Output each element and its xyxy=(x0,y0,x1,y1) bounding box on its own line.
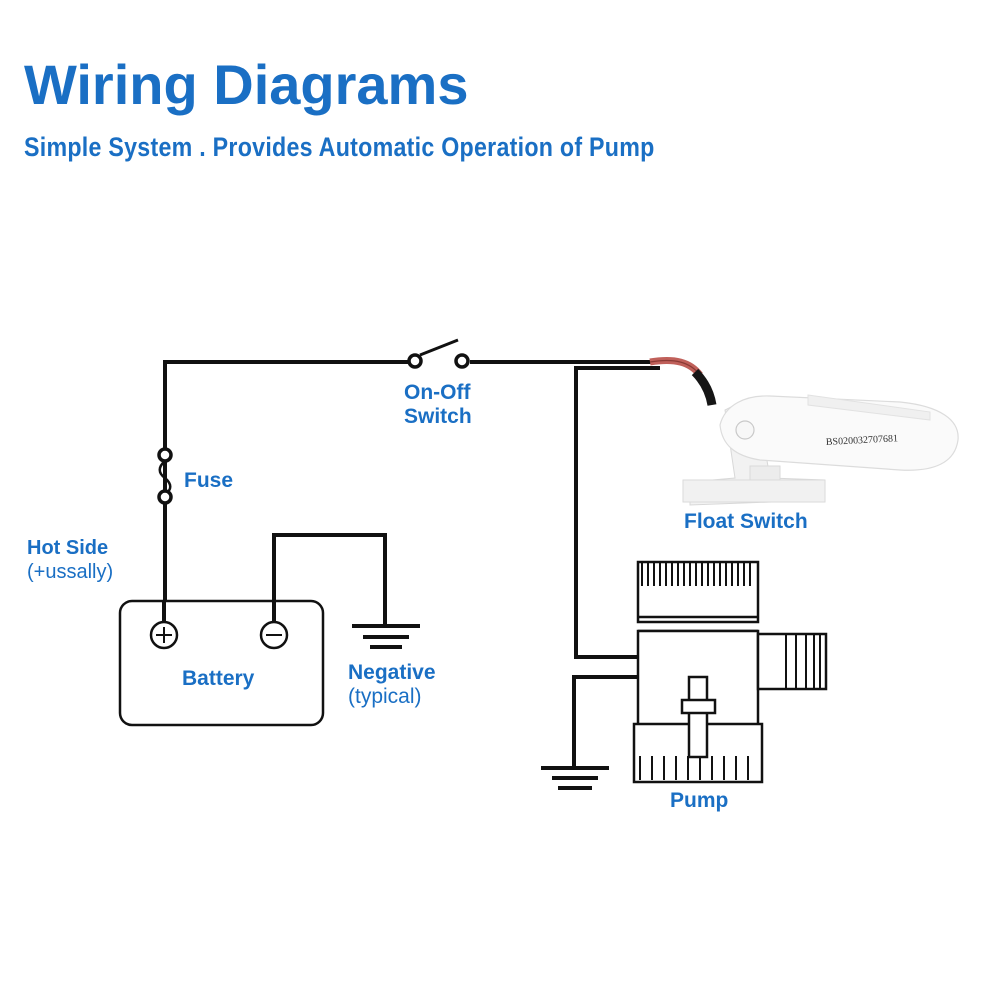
negative-label-line1: Negative xyxy=(348,661,436,685)
pivot-icon xyxy=(736,421,754,439)
pump-symbol xyxy=(634,562,826,782)
battery-symbol xyxy=(120,600,323,725)
on-off-switch-label: On-Off Switch xyxy=(404,381,472,429)
float-switch-label: Float Switch xyxy=(684,510,808,534)
hot-side-label-line2: (+ussally) xyxy=(27,560,113,584)
ground-symbol-battery xyxy=(352,626,420,647)
ground-symbol-pump xyxy=(541,768,609,788)
hot-side-label-line1: Hot Side xyxy=(27,536,113,560)
battery-label: Battery xyxy=(182,667,254,691)
pump-ground-wire xyxy=(574,677,638,768)
on-off-switch-symbol xyxy=(409,340,468,367)
pump-label: Pump xyxy=(670,789,728,813)
hot-side-label: Hot Side (+ussally) xyxy=(27,536,113,584)
negative-label: Negative (typical) xyxy=(348,661,436,709)
negative-label-line2: (typical) xyxy=(348,685,436,709)
float-switch-image: BS020032707681 xyxy=(683,395,958,505)
on-off-switch-label-line1: On-Off xyxy=(404,381,472,405)
fuse-label: Fuse xyxy=(184,469,233,493)
on-off-switch-label-line2: Switch xyxy=(404,405,472,429)
